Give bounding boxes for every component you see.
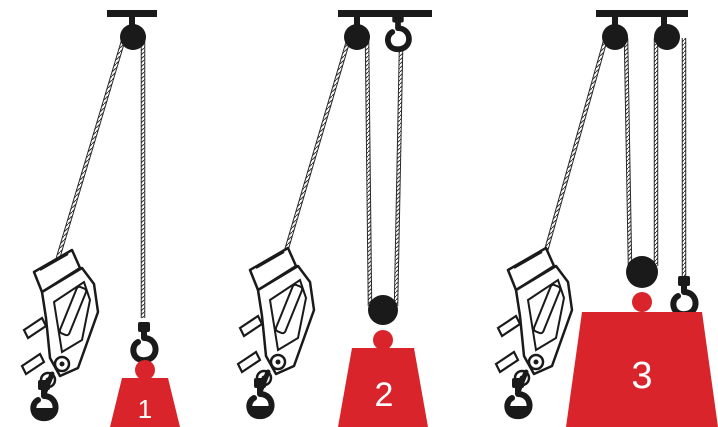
pulley-mount bbox=[661, 17, 667, 27]
ceiling-beam bbox=[596, 10, 688, 17]
weight-ring bbox=[373, 330, 393, 350]
manual-cable-hoist-icon bbox=[22, 250, 98, 394]
ceiling-beam bbox=[107, 10, 157, 17]
pulley-icon bbox=[344, 24, 370, 50]
pulley-icon bbox=[626, 256, 658, 288]
panel-3: 3 bbox=[496, 10, 718, 427]
manual-cable-hoist-icon bbox=[496, 248, 572, 392]
weight-label-1: 1 bbox=[138, 394, 152, 424]
pulley-mount bbox=[612, 17, 618, 27]
pulley-icon bbox=[654, 24, 680, 50]
pulley-icon bbox=[120, 24, 146, 50]
hook-icon bbox=[388, 13, 409, 49]
anchor-bar bbox=[506, 406, 530, 414]
manual-cable-hoist-icon bbox=[238, 248, 314, 392]
pulley-icon bbox=[602, 24, 628, 50]
weight-2 bbox=[338, 348, 428, 427]
ceiling-beam bbox=[338, 10, 432, 17]
weight-ring bbox=[632, 292, 652, 312]
hook-icon bbox=[673, 276, 695, 314]
pulley-mount bbox=[129, 17, 135, 27]
anchor-bar bbox=[248, 406, 272, 414]
panel-2: 2 bbox=[238, 10, 432, 427]
weight-1 bbox=[110, 378, 180, 427]
panel-1: 1 bbox=[22, 10, 180, 427]
weight-3 bbox=[566, 312, 718, 427]
hook-icon bbox=[133, 322, 155, 360]
weight-label-2: 2 bbox=[375, 376, 394, 414]
pulley-icon bbox=[368, 295, 398, 325]
weight-ring bbox=[135, 360, 155, 380]
pulley-mount bbox=[354, 17, 360, 27]
weight-label-3: 3 bbox=[631, 355, 652, 397]
anchor-bar bbox=[32, 408, 56, 416]
